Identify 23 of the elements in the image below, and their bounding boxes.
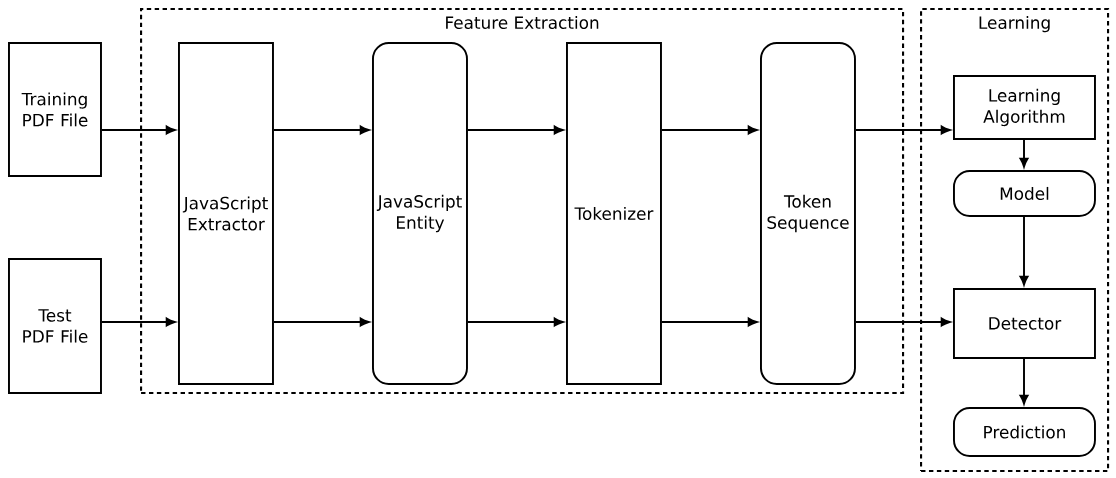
process-box: JavaScript Extractor bbox=[178, 42, 274, 385]
arrow bbox=[467, 125, 564, 135]
arrow bbox=[101, 317, 176, 327]
arrow bbox=[272, 317, 370, 327]
rounded-box: Prediction bbox=[953, 407, 1096, 457]
rounded-box: Model bbox=[953, 170, 1096, 217]
process-box: Test PDF File bbox=[8, 258, 102, 394]
arrow bbox=[660, 317, 758, 327]
arrow bbox=[1019, 357, 1029, 405]
process-box: Detector bbox=[953, 288, 1096, 359]
process-box: Learning Algorithm bbox=[953, 75, 1096, 140]
process-box: Training PDF File bbox=[8, 42, 102, 177]
process-box: Tokenizer bbox=[566, 42, 662, 385]
rounded-box: JavaScript Entity bbox=[372, 42, 468, 385]
arrow bbox=[854, 317, 951, 327]
arrow bbox=[660, 125, 758, 135]
arrow bbox=[854, 125, 951, 135]
arrow bbox=[467, 317, 564, 327]
arrow bbox=[272, 125, 370, 135]
arrow bbox=[1019, 215, 1029, 286]
arrow bbox=[1019, 138, 1029, 168]
arrow bbox=[101, 125, 176, 135]
rounded-box: Token Sequence bbox=[760, 42, 856, 385]
